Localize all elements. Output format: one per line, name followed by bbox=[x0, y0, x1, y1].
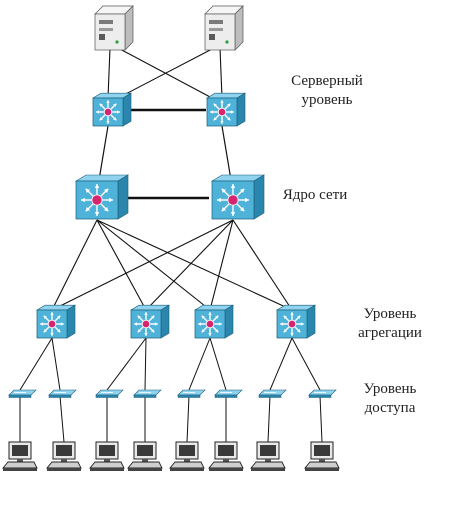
link-agg4-acc8 bbox=[291, 337, 321, 391]
link-sswitch2-core2 bbox=[221, 125, 232, 181]
link-agg1-acc1 bbox=[19, 337, 53, 391]
core-switch-icon bbox=[210, 174, 266, 220]
link-core2-agg4 bbox=[232, 219, 293, 311]
server-switch-icon bbox=[91, 92, 133, 127]
server-icon bbox=[204, 5, 244, 51]
link-core1-agg3 bbox=[96, 219, 211, 311]
access-switch-icon bbox=[8, 389, 37, 398]
core-level-label: Ядро сети bbox=[270, 186, 360, 205]
access-level-label-line2: доступа bbox=[364, 400, 416, 416]
workstation-icon bbox=[46, 441, 82, 471]
aggregation-level-label: Уровень агрегации bbox=[340, 305, 440, 343]
access-level-label: Уровень доступа bbox=[340, 380, 440, 418]
link-server2-sswitch2 bbox=[219, 47, 223, 99]
access-switch-icon bbox=[308, 389, 337, 398]
link-core1-agg2 bbox=[96, 219, 147, 311]
link-server2-sswitch1 bbox=[117, 47, 215, 99]
workstation-icon bbox=[304, 441, 340, 471]
link-server1-sswitch1 bbox=[107, 47, 111, 99]
access-switch-icon bbox=[95, 389, 124, 398]
server-switch-icon bbox=[205, 92, 247, 127]
core-level-label-text: Ядро сети bbox=[282, 187, 348, 203]
link-core2-agg1 bbox=[51, 219, 234, 311]
workstation-icon bbox=[89, 441, 125, 471]
nodes-layer bbox=[2, 5, 340, 471]
link-agg4-acc7 bbox=[269, 337, 293, 391]
link-acc7-pc7 bbox=[267, 395, 271, 443]
link-acc2-pc2 bbox=[59, 395, 65, 443]
access-switch-icon bbox=[258, 389, 287, 398]
link-acc8-pc8 bbox=[319, 395, 323, 443]
link-agg3-acc6 bbox=[209, 337, 227, 391]
link-core1-agg1 bbox=[51, 219, 98, 311]
link-sswitch1-core1 bbox=[98, 125, 109, 181]
workstation-icon bbox=[127, 441, 163, 471]
workstation-icon bbox=[250, 441, 286, 471]
links-layer bbox=[19, 47, 323, 443]
aggregation-level-label-line1: Уровень bbox=[363, 306, 417, 322]
access-switch-icon bbox=[177, 389, 206, 398]
server-level-label: Серверный уровень bbox=[272, 72, 382, 110]
aggregation-switch-icon bbox=[275, 304, 317, 339]
server-level-label-line2: уровень bbox=[301, 92, 353, 108]
link-acc5-pc5 bbox=[186, 395, 190, 443]
server-icon bbox=[94, 5, 134, 51]
link-agg1-acc2 bbox=[51, 337, 61, 391]
core-switch-icon bbox=[74, 174, 130, 220]
access-level-label-line1: Уровень bbox=[363, 381, 417, 397]
aggregation-switch-icon bbox=[35, 304, 77, 339]
access-switch-icon bbox=[48, 389, 77, 398]
workstation-icon bbox=[208, 441, 244, 471]
workstation-icon bbox=[169, 441, 205, 471]
link-agg2-acc4 bbox=[144, 337, 147, 391]
access-switch-icon bbox=[133, 389, 162, 398]
link-core2-agg3 bbox=[209, 219, 234, 311]
aggregation-switch-icon bbox=[129, 304, 171, 339]
link-core2-agg2 bbox=[145, 219, 234, 311]
aggregation-switch-icon bbox=[193, 304, 235, 339]
link-core1-agg4 bbox=[96, 219, 293, 311]
access-switch-icon bbox=[214, 389, 243, 398]
link-agg3-acc5 bbox=[188, 337, 211, 391]
server-level-label-line1: Серверный bbox=[291, 73, 363, 89]
link-agg2-acc3 bbox=[106, 337, 147, 391]
aggregation-level-label-line2: агрегации bbox=[358, 325, 422, 341]
workstation-icon bbox=[2, 441, 38, 471]
